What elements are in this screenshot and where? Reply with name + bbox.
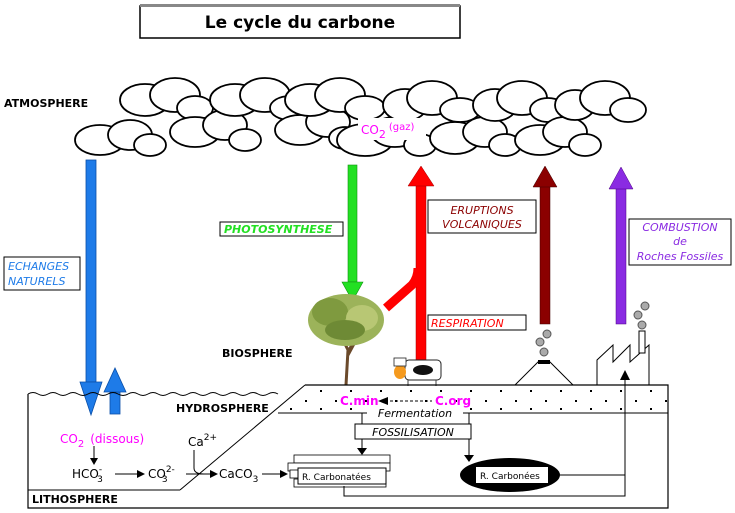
tree-icon <box>308 294 384 386</box>
cloud-icon <box>429 116 522 157</box>
hco3-label: HCO-3 <box>72 465 103 485</box>
cloud-icon <box>209 77 311 121</box>
cloud-icon <box>382 80 481 123</box>
volcano-icon <box>514 329 574 386</box>
respiration-label: RESPIRATION <box>427 314 527 331</box>
co2-gas-label: CO2(gaz) <box>358 118 426 141</box>
return-line <box>343 370 630 497</box>
title-box: Le cycle du carbone <box>139 4 461 39</box>
svg-text:RESPIRATION: RESPIRATION <box>431 317 504 330</box>
arrow-to-carbonees <box>464 455 474 462</box>
carbonatees-reservoir: R. Carbonatées <box>287 454 391 488</box>
biosphere-label: BIOSPHERE <box>222 347 293 360</box>
svg-text:ECHANGES: ECHANGES <box>8 260 69 273</box>
fossilisation-label: FOSSILISATION <box>354 423 472 440</box>
echanges-up-arrow <box>103 367 127 415</box>
carbonatees-label: R. Carbonatées <box>302 472 371 483</box>
svg-text:VOLCANIQUES: VOLCANIQUES <box>442 218 522 231</box>
photosynthese-arrow <box>341 164 364 302</box>
cloud-icon <box>554 80 647 123</box>
cloud-icon <box>472 80 567 123</box>
svg-text:NATURELS: NATURELS <box>8 275 65 288</box>
cloud-icon <box>74 119 167 157</box>
fermentation-label: Fermentation <box>378 407 452 420</box>
atmosphere-label: ATMOSPHERE <box>4 97 88 110</box>
svg-text:COMBUSTION: COMBUSTION <box>642 221 717 234</box>
carbonees-reservoir: R. Carbonées <box>460 458 560 492</box>
echanges-down-arrow <box>79 159 103 417</box>
water-surface <box>27 392 279 396</box>
svg-text:CO2(gaz): CO2(gaz) <box>361 122 414 141</box>
combustion-label: COMBUSTION de Roches Fossiles <box>628 218 732 266</box>
co3-label: CO2-3 <box>148 465 175 485</box>
factory-icon <box>596 301 650 385</box>
eruptions-arrow <box>532 165 558 325</box>
c-org-label: C.org <box>435 394 471 408</box>
caco3-label: CaCO3 <box>219 467 258 485</box>
clouds <box>74 77 647 157</box>
svg-text:FOSSILISATION: FOSSILISATION <box>372 426 454 439</box>
cow-icon <box>393 357 442 386</box>
combustion-arrow <box>608 166 634 325</box>
cloud-icon <box>284 77 386 121</box>
page-title: Le cycle du carbone <box>205 13 395 33</box>
eruptions-label: ERUPTIONS VOLCANIQUES <box>427 199 537 234</box>
co2-dissolved-label: CO2(dissous) <box>60 432 144 450</box>
hydrosphere-label: HYDROSPHERE <box>176 402 269 415</box>
svg-text:PHOTOSYNTHESE: PHOTOSYNTHESE <box>224 223 333 236</box>
svg-text:ERUPTIONS: ERUPTIONS <box>450 204 513 217</box>
lithosphere-label: LITHOSPHERE <box>32 493 118 506</box>
photosynthese-label: PHOTOSYNTHESE <box>219 221 344 237</box>
cloud-icon <box>119 77 214 121</box>
svg-text:de: de <box>673 235 687 248</box>
carbonees-label: R. Carbonées <box>480 471 540 482</box>
svg-text:Roches Fossiles: Roches Fossiles <box>637 250 724 263</box>
fermentation-bracket: Fermentation <box>361 406 470 455</box>
cloud-icon <box>169 109 262 152</box>
respiration-arrow <box>383 165 435 376</box>
arrow-to-carbonatees <box>357 448 367 455</box>
c-min-label: C.min <box>340 394 379 408</box>
ca-label: Ca2+ <box>188 433 217 449</box>
cloud-icon <box>514 116 602 157</box>
fermentation-arrow <box>378 397 432 405</box>
echanges-label: ECHANGES NATURELS <box>3 256 81 291</box>
sediment-layer <box>278 385 668 413</box>
